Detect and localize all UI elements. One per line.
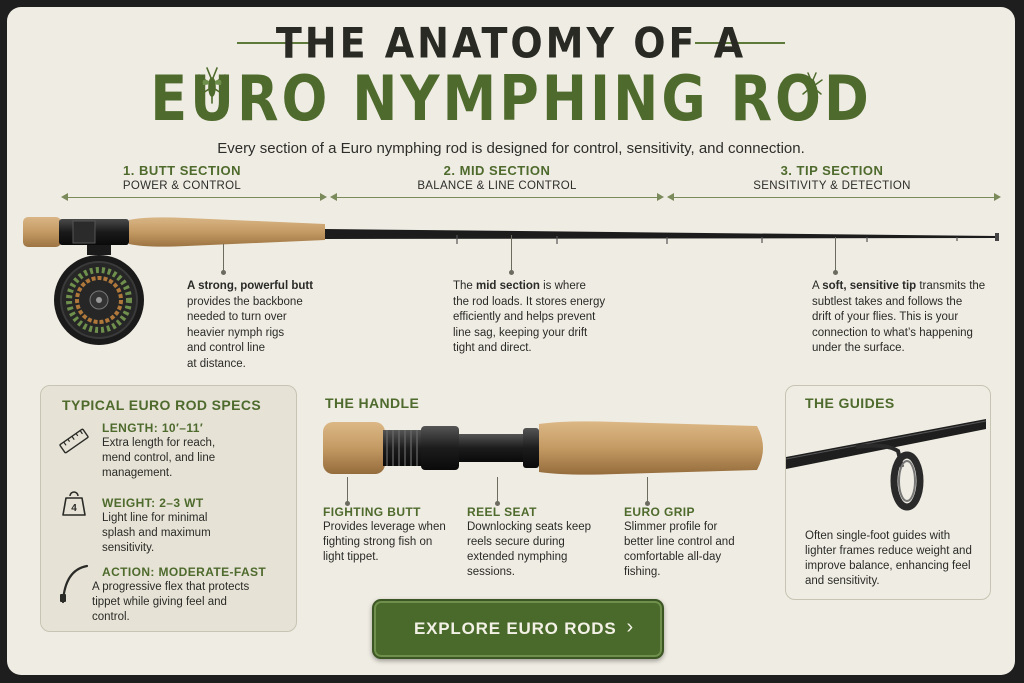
butt-desc-line: and control line (187, 342, 265, 354)
reel-seat-leader (495, 477, 500, 506)
spec-line: tippet while giving feel and (92, 596, 227, 608)
handle-line: Provides leverage when (323, 521, 446, 533)
butt-section-subtitle: POWER & CONTROL (122, 180, 242, 192)
spec-line: splash and maximum (102, 527, 211, 539)
butt-desc-line: provides the backbone (187, 295, 303, 308)
tip-section-subtitle: SENSITIVITY & DETECTION (753, 180, 911, 192)
fighting-butt-label: FIGHTING BUTT (323, 505, 421, 519)
handle-line: better line control and (624, 536, 735, 548)
rod-illustration (23, 217, 999, 345)
mid-section-title: 2. MID SECTION (443, 163, 551, 178)
mid-desc-line: the rod loads. It stores energy (453, 295, 606, 308)
subtitle: Every section of a Euro nymphing rod is … (217, 140, 805, 157)
mid-section-description: The mid section is where the rod loads. … (453, 279, 653, 357)
euro-grip-leader (645, 477, 650, 506)
explore-euro-rods-button[interactable]: EXPLORE EURO RODS › (372, 599, 664, 659)
butt-section-bracket (61, 193, 327, 201)
handle-line: light tippet. (323, 551, 379, 563)
butt-leader (221, 244, 226, 275)
specs-card (40, 385, 297, 632)
spec-action-label: ACTION: MODERATE-FAST (102, 565, 267, 579)
tip-desc-line: under the surface. (812, 342, 905, 354)
weight-icon: 4 (62, 491, 86, 516)
spec-action-text: A progressive flex that protects tippet … (92, 580, 249, 625)
weight-icon-glyph: 4 (71, 503, 77, 514)
spec-weight-text: Light line for minimal splash and maximu… (102, 511, 211, 556)
guides-line: and sensitivity. (805, 575, 880, 587)
butt-desc-line: needed to turn over (187, 311, 287, 323)
guides-text: Often single-foot guides with lighter fr… (805, 529, 985, 589)
handle-line: comfortable all-day (624, 551, 722, 563)
guides-card (785, 385, 991, 600)
mid-desc-bold: mid section (476, 280, 540, 292)
chevron-right-icon: › (626, 616, 634, 638)
handle-illustration (323, 421, 763, 475)
guides-line: Often single-foot guides with (805, 530, 951, 542)
fly-icon (801, 72, 823, 95)
spec-line: management. (102, 467, 173, 479)
mid-desc-pre: The (453, 280, 477, 292)
infographic-frame: THE ANATOMY OF A EURO NYMPHING ROD Every… (7, 7, 1015, 675)
tip-desc-line: connection to what’s happening (812, 326, 973, 339)
tip-section-title: 3. TIP SECTION (780, 163, 884, 178)
tip-section-bracket (667, 193, 1001, 201)
mid-desc-line: efficiently and helps prevent (453, 311, 596, 323)
handle-line: extended nymphing (467, 551, 568, 563)
spec-line: Extra length for reach, (102, 437, 216, 449)
handle-line: sessions. (467, 566, 515, 578)
title-rule-left (237, 42, 327, 44)
ruler-icon (59, 428, 89, 454)
butt-desc-line: at distance. (187, 357, 246, 370)
tip-desc-line: drift of your flies. This is your (812, 311, 959, 323)
spec-length-label: LENGTH: 10′–11′ (102, 421, 204, 435)
title-line-2: EURO NYMPHING ROD (150, 62, 872, 135)
butt-desc-bold: A strong, powerful butt (187, 280, 314, 292)
guides-line: lighter frames reduce weight and (805, 545, 972, 557)
euro-grip-label: EURO GRIP (624, 505, 695, 519)
rod-flex-icon (60, 564, 89, 604)
title-rule-right (695, 42, 785, 44)
tip-leader (833, 237, 838, 275)
reel-seat-label: REEL SEAT (467, 505, 537, 519)
guides-heading: THE GUIDES (805, 395, 895, 411)
spec-length-text: Extra length for reach, mend control, an… (102, 436, 215, 481)
handle-line: reels secure during (467, 536, 565, 548)
tip-section-description: A soft, sensitive tip transmits the subt… (812, 279, 1012, 357)
tip-desc-line: subtlest takes and follows the (812, 295, 963, 308)
spec-weight-label: WEIGHT: 2–3 WT (102, 496, 204, 510)
reel-seat-text: Downlocking seats keep reels secure duri… (467, 520, 591, 580)
spec-line: A progressive flex that protects (92, 581, 250, 593)
title-line-1: THE ANATOMY OF A (275, 18, 747, 68)
handle-line: Downlocking seats keep (467, 521, 592, 533)
handle-line: Slimmer profile for (624, 521, 718, 533)
mid-leader (509, 235, 514, 275)
mid-desc-line: line sag, keeping your drift (453, 326, 588, 339)
tip-desc-post: transmits the (916, 280, 986, 292)
tip-desc-bold: soft, sensitive tip (822, 280, 917, 292)
guide-illustration (786, 419, 987, 511)
euro-grip-text: Slimmer profile for better line control … (624, 520, 735, 580)
mid-desc-line: tight and direct. (453, 342, 532, 354)
butt-desc-line: heavier nymph rigs (187, 326, 285, 339)
spec-line: Light line for minimal (102, 512, 208, 524)
handle-line: fighting strong fish on (323, 536, 433, 548)
mid-desc-post: is where (539, 280, 586, 292)
handle-line: fishing. (624, 566, 661, 578)
fighting-butt-leader (345, 477, 350, 506)
specs-heading: TYPICAL EURO ROD SPECS (62, 397, 262, 413)
spec-line: sensitivity. (102, 542, 155, 554)
fighting-butt-text: Provides leverage when fighting strong f… (323, 520, 446, 565)
mid-section-subtitle: BALANCE & LINE CONTROL (417, 180, 577, 192)
mayfly-icon (198, 67, 226, 104)
mid-section-bracket (330, 193, 664, 201)
cta-label: EXPLORE EURO RODS (414, 619, 617, 638)
butt-section-title: 1. BUTT SECTION (122, 163, 241, 178)
butt-section-description: A strong, powerful butt provides the bac… (187, 279, 337, 372)
guides-line: improve balance, enhancing feel (805, 560, 971, 572)
spec-line: control. (92, 611, 130, 623)
handle-heading: THE HANDLE (325, 395, 420, 411)
spec-line: mend control, and line (102, 452, 216, 464)
tip-desc-pre: A (812, 280, 823, 292)
